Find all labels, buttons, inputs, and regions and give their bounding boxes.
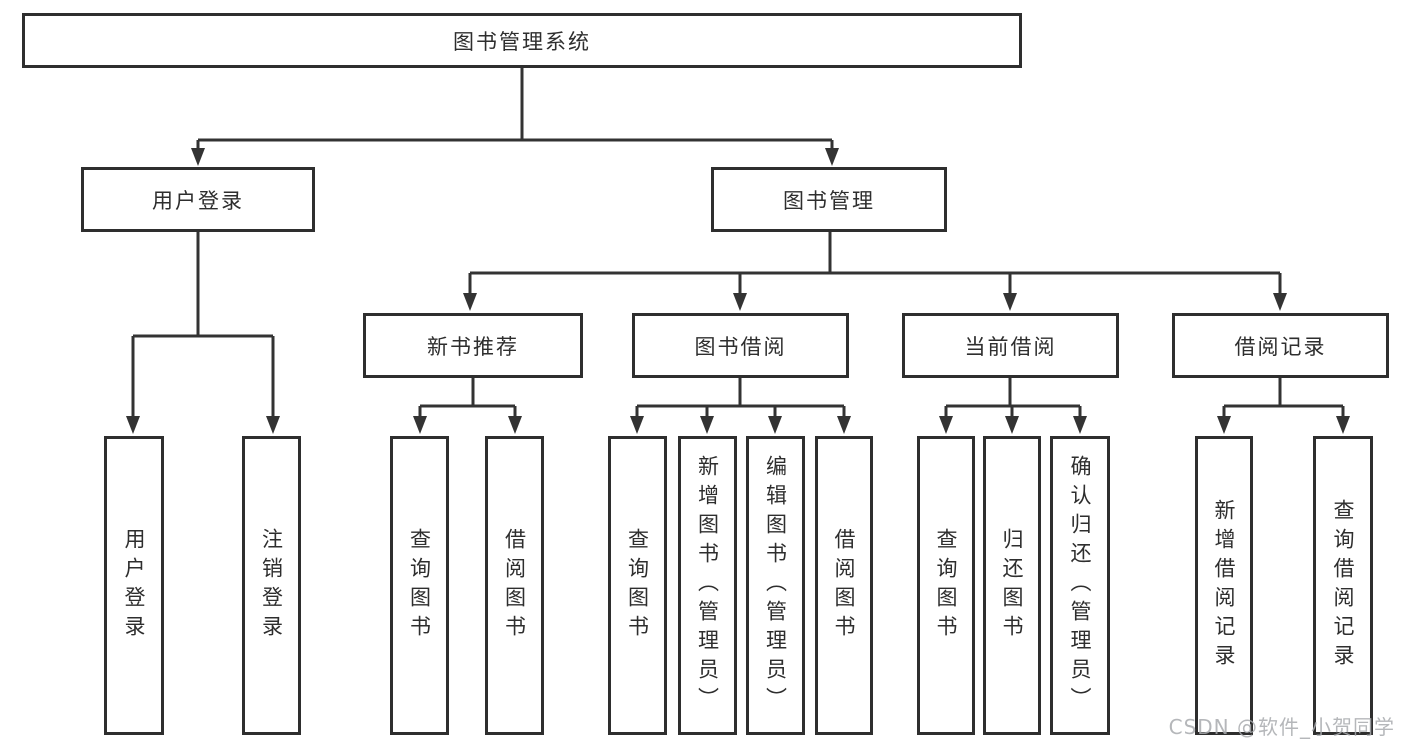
leaf-add-books-admin: 新增图书（管理员）: [678, 436, 737, 735]
leaf-query-borrow-record: 查询借阅记录: [1313, 436, 1373, 735]
leaf-query-books-borrow: 查询图书: [608, 436, 667, 735]
leaf-user-login: 用户登录: [104, 436, 164, 735]
arrow-down-icon: [1073, 416, 1087, 434]
leaf-edit-books-admin: 编辑图书（管理员）: [746, 436, 805, 735]
leaf-logout: 注销登录: [242, 436, 301, 735]
arrow-down-icon: [1273, 293, 1287, 311]
arrow-down-icon: [1005, 416, 1019, 434]
arrow-down-icon: [1217, 416, 1231, 434]
arrow-down-icon: [837, 416, 851, 434]
node-book-borrowing: 图书借阅: [632, 313, 849, 378]
arrow-down-icon: [1336, 416, 1350, 434]
node-book-management: 图书管理: [711, 167, 947, 232]
node-new-book-recommendation: 新书推荐: [363, 313, 583, 378]
node-current-borrowing: 当前借阅: [902, 313, 1119, 378]
arrow-down-icon: [939, 416, 953, 434]
leaf-borrow-books-newbook: 借阅图书: [485, 436, 544, 735]
leaf-query-books-newbook: 查询图书: [390, 436, 449, 735]
arrow-down-icon: [1003, 293, 1017, 311]
arrow-down-icon: [630, 416, 644, 434]
leaf-query-books-current: 查询图书: [917, 436, 975, 735]
csdn-watermark: CSDN @软件_小贺同学: [1168, 715, 1395, 739]
leaf-confirm-return-admin: 确认归还（管理员）: [1050, 436, 1110, 735]
node-library-management-system: 图书管理系统: [22, 13, 1022, 68]
connector-stems: [131, 68, 1345, 417]
leaf-add-borrow-record: 新增借阅记录: [1195, 436, 1253, 735]
arrow-down-icon: [126, 416, 140, 434]
arrow-down-icon: [768, 416, 782, 434]
arrow-down-icon: [266, 416, 280, 434]
leaf-borrow-books: 借阅图书: [815, 436, 873, 735]
arrow-down-icon: [700, 416, 714, 434]
arrow-down-icon: [733, 293, 747, 311]
node-user-login: 用户登录: [81, 167, 315, 232]
leaf-return-books: 归还图书: [983, 436, 1041, 735]
arrow-down-icon: [191, 148, 205, 166]
arrow-down-icon: [825, 148, 839, 166]
arrow-down-icon: [413, 416, 427, 434]
arrow-down-icon: [508, 416, 522, 434]
arrow-down-icon: [463, 293, 477, 311]
node-borrowing-records: 借阅记录: [1172, 313, 1389, 378]
